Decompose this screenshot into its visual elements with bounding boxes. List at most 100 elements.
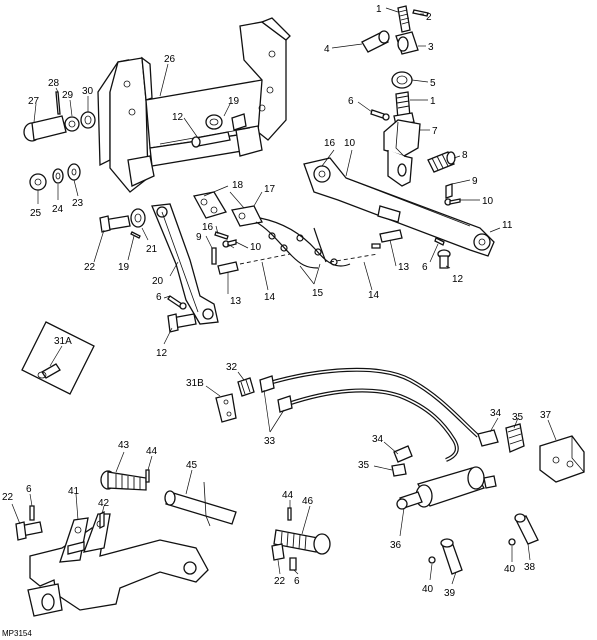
callout-7: 7 <box>432 126 438 137</box>
nut-part-25 <box>29 173 47 191</box>
callout-22-lower: 22 <box>2 492 14 503</box>
callout-6-top: 6 <box>348 96 354 107</box>
pin-part-1-top <box>397 5 411 33</box>
sleeve-part-8 <box>427 151 456 173</box>
bushing-part-21 <box>130 208 146 228</box>
callout-3: 3 <box>428 42 434 53</box>
hose-assembly-part-33 <box>259 367 480 462</box>
callout-23: 23 <box>72 198 84 209</box>
pin-part-45 <box>164 481 237 527</box>
callout-4: 4 <box>324 44 330 55</box>
callout-13-right: 13 <box>398 262 410 273</box>
callout-40-right: 40 <box>504 564 516 575</box>
leader-lines <box>11 7 557 585</box>
bolt-part-22-upper <box>99 215 131 233</box>
cotter-pin-part-2 <box>412 9 429 17</box>
screw-part-6-lower <box>29 505 35 521</box>
callout-34-left: 34 <box>372 434 384 445</box>
bolt-part-43 <box>100 470 147 491</box>
callout-1-mid: 1 <box>430 96 436 107</box>
callout-38: 38 <box>524 562 536 573</box>
callout-5: 5 <box>430 78 436 89</box>
pin-part-9-left <box>211 247 217 265</box>
callout-31a: 31A <box>54 336 72 347</box>
cotter-part-19-left <box>130 231 141 239</box>
callout-10-right: 10 <box>482 196 494 207</box>
lift-arm-part-20 <box>151 203 219 325</box>
screw-part-6-right <box>434 237 445 246</box>
callout-19-top: 19 <box>228 96 240 107</box>
screw-part-6-left <box>167 295 187 310</box>
bushing-part-4 <box>361 30 390 53</box>
callout-9-right: 9 <box>472 176 478 187</box>
callout-22-center: 22 <box>274 576 286 587</box>
bracket-part-7 <box>383 119 421 187</box>
washer-part-24 <box>52 168 64 184</box>
callout-6-right: 6 <box>422 262 428 273</box>
callout-37: 37 <box>540 410 552 421</box>
clip-part-10-right <box>444 198 461 206</box>
bolt-part-46 <box>273 529 331 555</box>
callout-25: 25 <box>30 208 42 219</box>
clip-part-40-right <box>508 538 516 546</box>
screw-part-6-center <box>289 557 297 571</box>
callout-36: 36 <box>390 540 402 551</box>
washer-part-30 <box>80 111 96 129</box>
pin-part-44-upper <box>145 469 150 483</box>
callout-labels: 1 2 4 3 5 1 6 7 8 9 10 11 26 19 12 16 10… <box>2 4 552 638</box>
callout-8: 8 <box>462 150 468 161</box>
elbow-part-35 <box>391 423 525 477</box>
drawing-code: MP3154 <box>2 629 32 638</box>
callout-16-top: 16 <box>324 138 336 149</box>
callout-32: 32 <box>226 362 238 373</box>
callout-33: 33 <box>264 436 276 447</box>
pin-part-9 <box>445 183 453 199</box>
rod-part-14-left <box>239 253 291 265</box>
callout-46: 46 <box>302 496 314 507</box>
callout-22-upper: 22 <box>84 262 96 273</box>
callout-15: 15 <box>312 288 324 299</box>
pin-part-12-right <box>371 243 381 249</box>
frame-part-26 <box>97 17 291 193</box>
cylinder-part-36 <box>396 466 497 510</box>
callout-6-center: 6 <box>294 576 300 587</box>
bushing-part-3 <box>395 31 419 55</box>
callout-30: 30 <box>82 86 94 97</box>
rod-part-14-right <box>329 253 379 263</box>
drawbar-part-11 <box>303 157 495 257</box>
callout-21: 21 <box>146 244 158 255</box>
callout-27: 27 <box>28 96 40 107</box>
callout-2: 2 <box>426 12 432 23</box>
callout-44-lower: 44 <box>282 490 294 501</box>
callout-6-left: 6 <box>156 292 162 303</box>
sleeve-part-13-left <box>217 261 239 275</box>
chain-part-15 <box>255 217 351 269</box>
bolt-part-22-lower <box>15 521 43 541</box>
clip-part-31b <box>215 393 237 423</box>
callout-35-right: 35 <box>512 412 524 423</box>
callout-14-right: 14 <box>368 290 380 301</box>
callout-42: 42 <box>98 498 110 509</box>
bolt-part-12-left <box>167 313 197 333</box>
callout-34-right: 34 <box>490 408 502 419</box>
fitting-part-32 <box>237 377 255 397</box>
callout-39: 39 <box>444 588 456 599</box>
bushing-part-22-lower <box>271 543 285 561</box>
washer-part-29 <box>64 116 80 132</box>
fitting-part-34 <box>393 429 499 463</box>
callout-20: 20 <box>152 276 164 287</box>
callout-10-top: 10 <box>344 138 356 149</box>
callout-13-left: 13 <box>230 296 242 307</box>
callout-11: 11 <box>502 220 513 231</box>
callout-40-left: 40 <box>422 584 434 595</box>
callout-31b: 31B <box>186 378 204 389</box>
anchor-bracket-part-37 <box>539 435 585 483</box>
screw-part-16-mid <box>214 231 229 240</box>
callout-43: 43 <box>118 440 130 451</box>
callout-12-left: 12 <box>156 348 168 359</box>
pin-part-39 <box>440 538 463 575</box>
callout-19-left: 19 <box>118 262 130 273</box>
callout-29: 29 <box>62 90 74 101</box>
pin-part-38 <box>514 513 539 545</box>
callout-17: 17 <box>264 184 276 195</box>
